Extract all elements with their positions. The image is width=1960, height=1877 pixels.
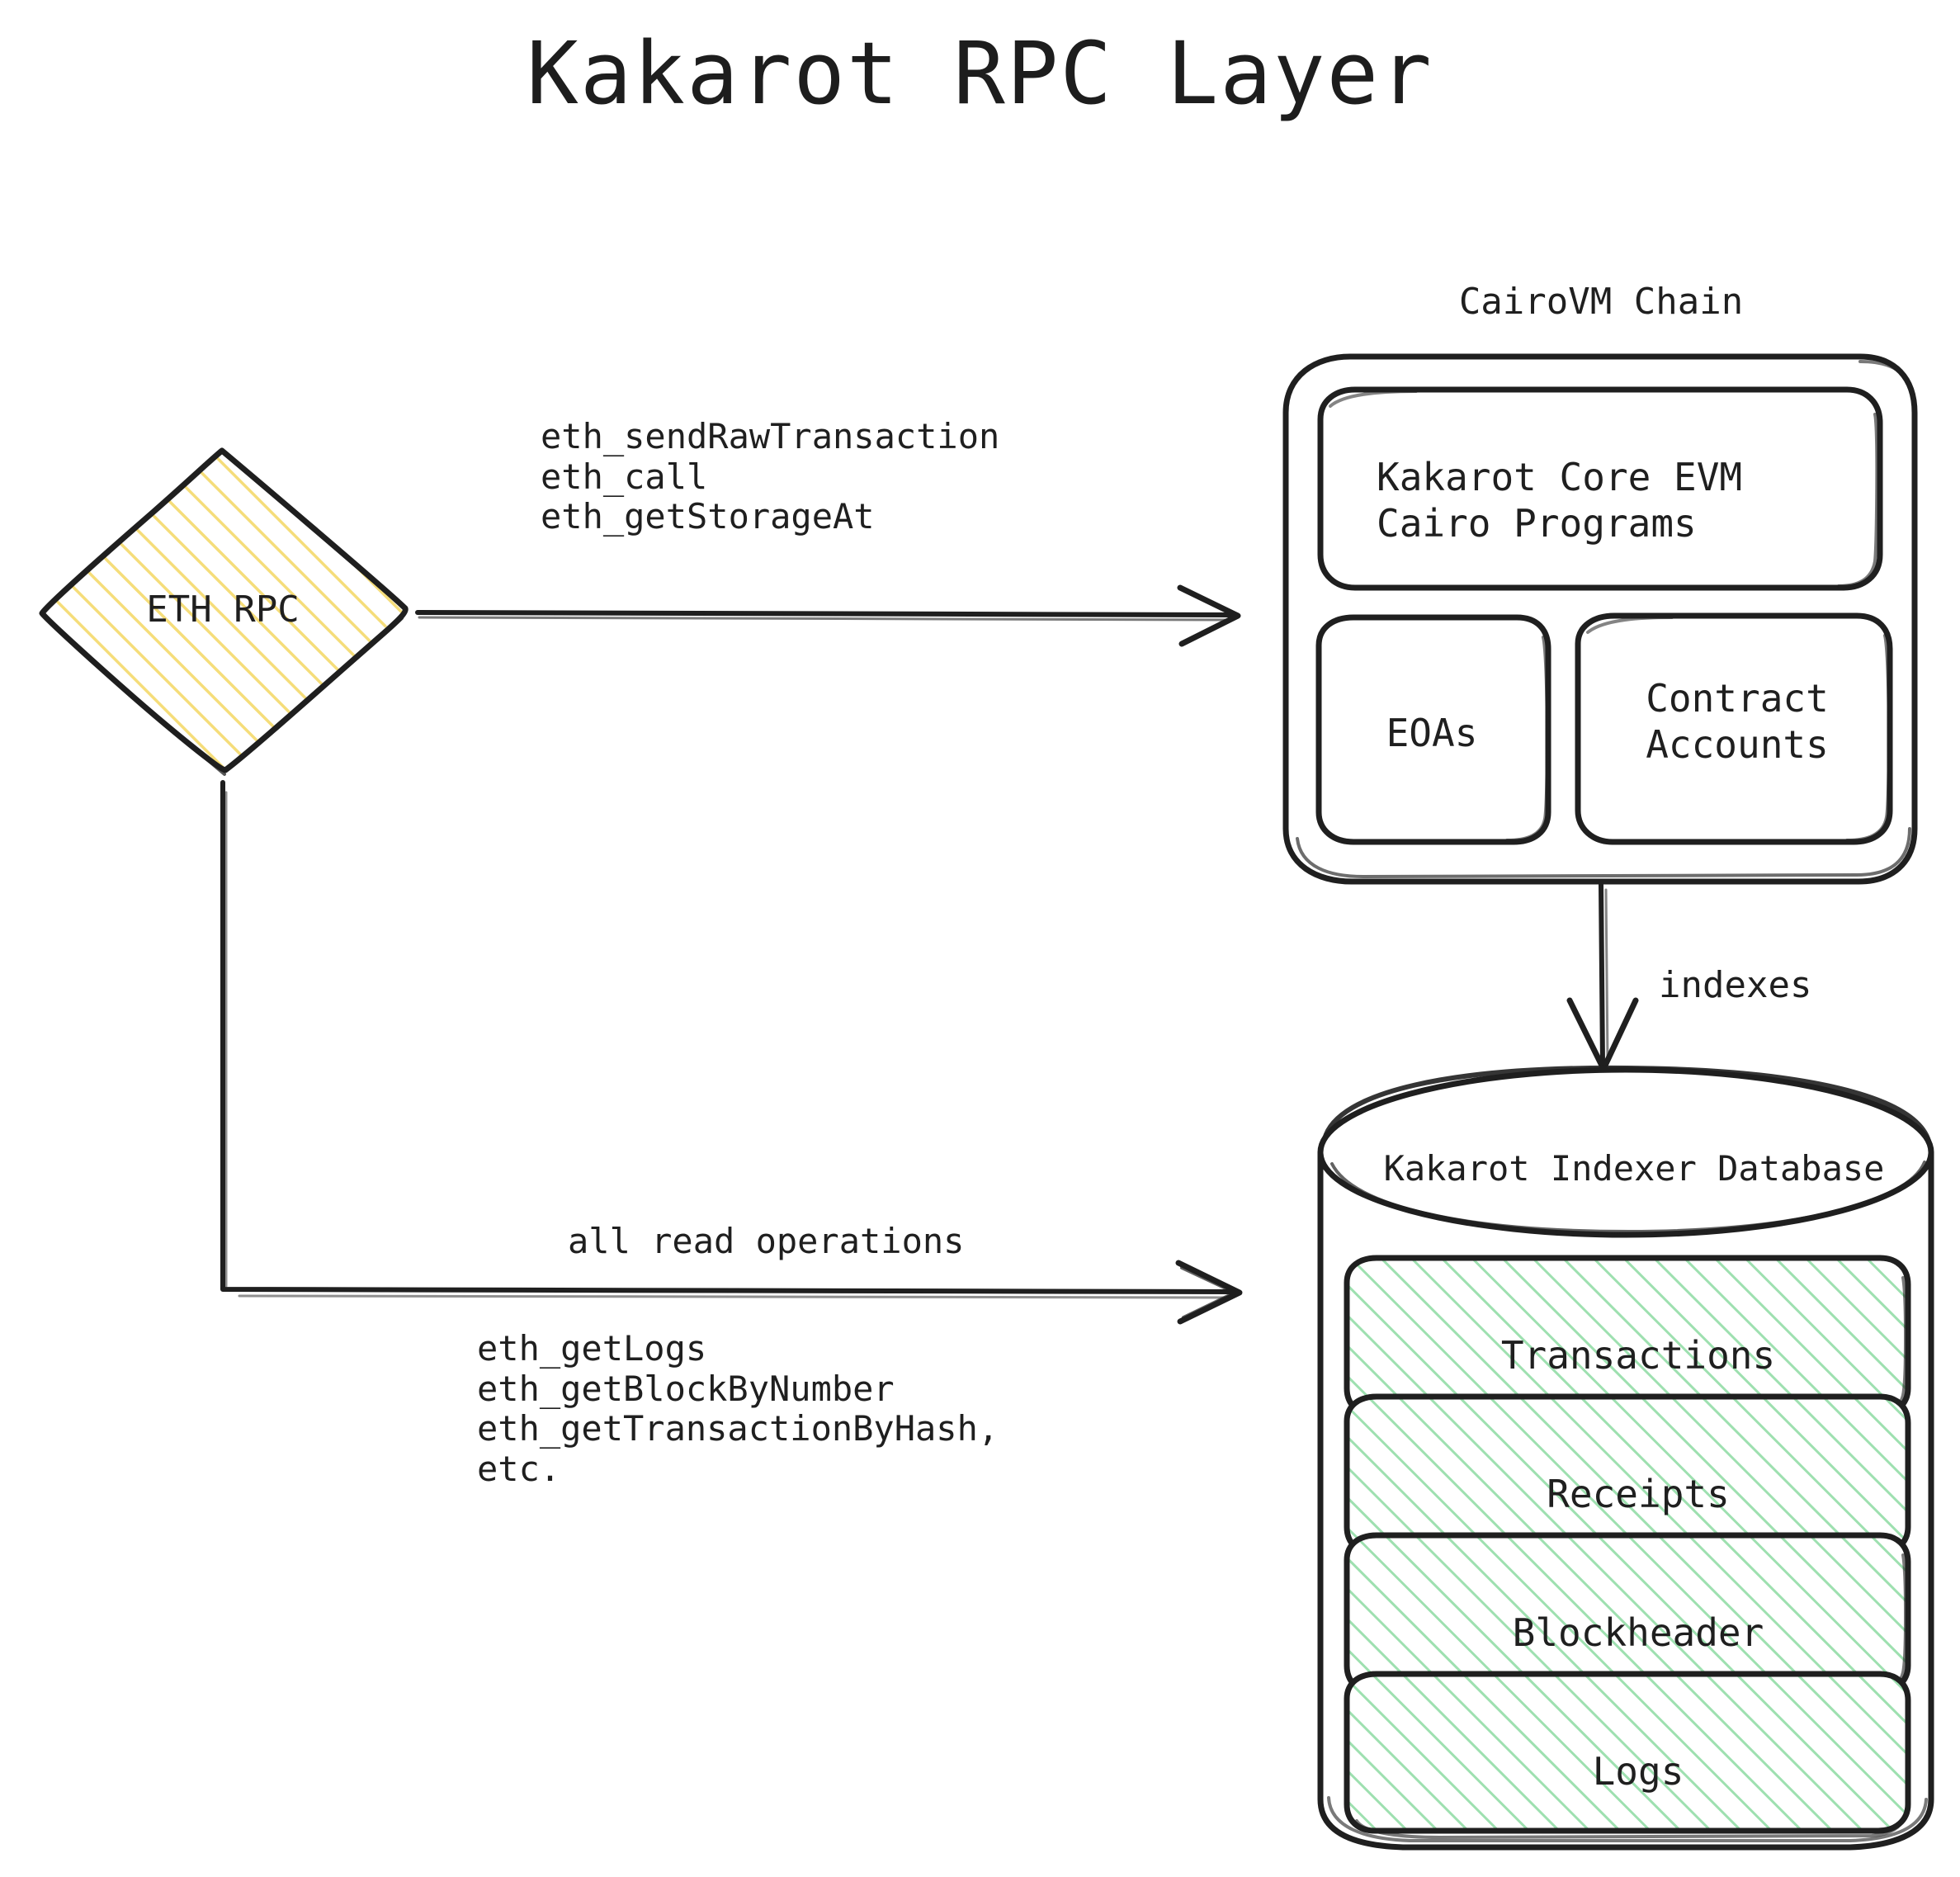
db-row-blockheader[interactable] — [1344, 1532, 1911, 1695]
edge-read-label: all read operations — [568, 1221, 965, 1261]
db-row-transactions[interactable] — [1344, 1255, 1911, 1418]
edge-write-arrow — [415, 584, 1241, 647]
edge-read-arrow — [220, 780, 1243, 1325]
eth-rpc-node[interactable] — [39, 447, 409, 776]
kakarot-core-node[interactable] — [1317, 386, 1883, 591]
db-row-logs[interactable] — [1344, 1671, 1911, 1839]
edge-read-methods-label: eth_getLogs eth_getBlockByNumber eth_get… — [477, 1328, 999, 1490]
page-title: Kakarot RPC Layer — [527, 23, 1433, 124]
cairovm-chain-title: CairoVM Chain — [1458, 281, 1744, 323]
edge-write-methods-label: eth_sendRawTransaction eth_call eth_getS… — [541, 416, 1000, 537]
edge-index-label: indexes — [1659, 964, 1812, 1006]
eoas-node[interactable] — [1315, 614, 1551, 845]
edge-index-arrow — [1566, 882, 1639, 1072]
contract-accounts-node[interactable] — [1575, 612, 1893, 845]
